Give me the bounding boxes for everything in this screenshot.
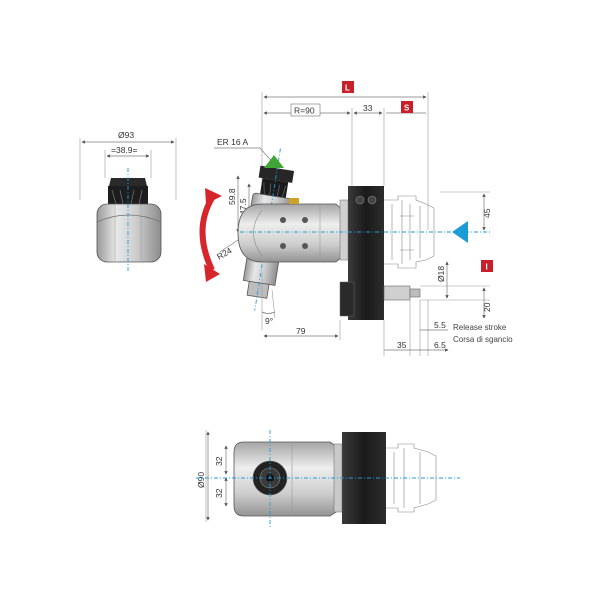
dim-33: 33	[363, 103, 373, 113]
dim-32b: 32	[214, 488, 224, 498]
side-collet-nut	[109, 178, 147, 186]
dim-d18: Ø18	[436, 266, 446, 282]
dim-6-5: 6.5	[434, 340, 446, 350]
badge-s	[401, 101, 413, 113]
dim-r90: R=90	[294, 106, 315, 116]
dim-47-5: 47.5	[238, 198, 248, 215]
collet-label: ER 16 A	[217, 137, 249, 147]
badge-l	[342, 81, 354, 93]
dim-r24: R24	[215, 245, 234, 262]
badge-s-label: S	[404, 104, 410, 113]
release-stroke-label: Release stroke	[453, 323, 507, 332]
green-triangle-icon	[264, 155, 284, 168]
dim-32a: 32	[214, 456, 224, 466]
dim-35: 35	[397, 340, 407, 350]
dim-d38-9: =38.9=	[111, 145, 138, 155]
side-view: Ø93 =38.9=	[79, 130, 177, 272]
badge-l-label: L	[345, 84, 350, 93]
dim-d93: Ø93	[118, 130, 134, 140]
top-view: Ø90 32 32	[196, 430, 460, 528]
front-view: L R=90 33 S ER 16 A 59.8 47	[199, 81, 513, 356]
head-bracket	[237, 203, 349, 263]
dim-20: 20	[482, 302, 492, 312]
dim-angle-9: 9°	[265, 316, 273, 326]
dim-59-8: 59.8	[227, 188, 237, 205]
badge-i	[481, 260, 493, 272]
dim-5-5: 5.5	[434, 320, 446, 330]
dim-45: 45	[482, 208, 492, 218]
curved-double-arrow-icon	[199, 196, 215, 272]
side-body	[96, 203, 162, 263]
release-stroke-label-it: Corsa di sgancio	[453, 335, 513, 344]
dim-d90: Ø90	[196, 472, 206, 488]
badge-i-label: I	[486, 263, 488, 272]
dim-79: 79	[296, 326, 306, 336]
